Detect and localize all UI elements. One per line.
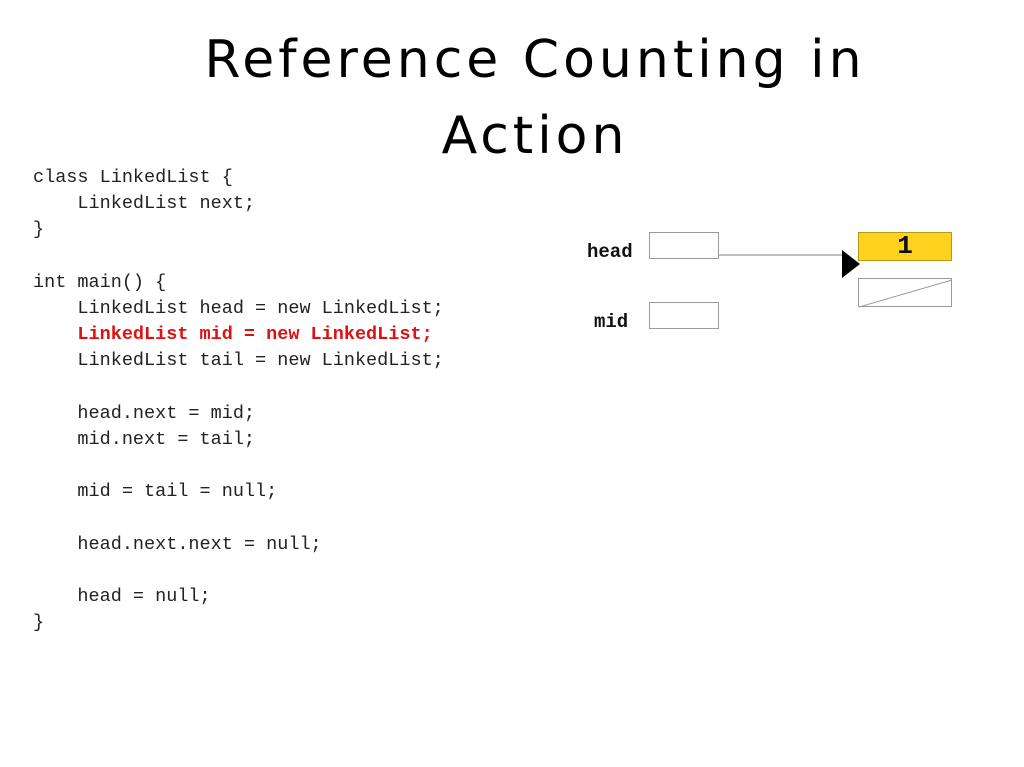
code-line: LinkedList next; bbox=[33, 193, 256, 215]
code-line: } bbox=[33, 612, 45, 634]
code-line: head = null; bbox=[33, 586, 211, 607]
code-line: mid = tail = null; bbox=[33, 481, 278, 503]
variable-label-head: head bbox=[587, 241, 633, 263]
reference-arrow-tip bbox=[842, 250, 860, 278]
code-line: LinkedList head = new LinkedList; bbox=[33, 297, 444, 319]
code-line: mid.next = tail; bbox=[33, 428, 256, 450]
code-line: head.next = mid; bbox=[33, 402, 256, 424]
code-line: class LinkedList { bbox=[33, 167, 233, 188]
code-line: LinkedList tail = new LinkedList; bbox=[33, 350, 444, 372]
variable-box-mid bbox=[649, 302, 719, 329]
object-refcount: 1 bbox=[858, 232, 952, 261]
code-line: int main() { bbox=[33, 271, 167, 293]
code-listing: class LinkedList { LinkedList next;} int … bbox=[33, 165, 444, 636]
code-line: } bbox=[33, 219, 45, 241]
code-line: head.next.next = null; bbox=[33, 533, 322, 555]
variable-box-head bbox=[649, 232, 719, 259]
null-slash-icon bbox=[859, 279, 953, 308]
code-line-highlighted: LinkedList mid = new LinkedList; bbox=[33, 324, 433, 346]
object-next-field-null bbox=[858, 278, 953, 308]
variable-label-mid: mid bbox=[594, 311, 629, 333]
slide-title: Reference Counting in Action bbox=[204, 30, 866, 166]
